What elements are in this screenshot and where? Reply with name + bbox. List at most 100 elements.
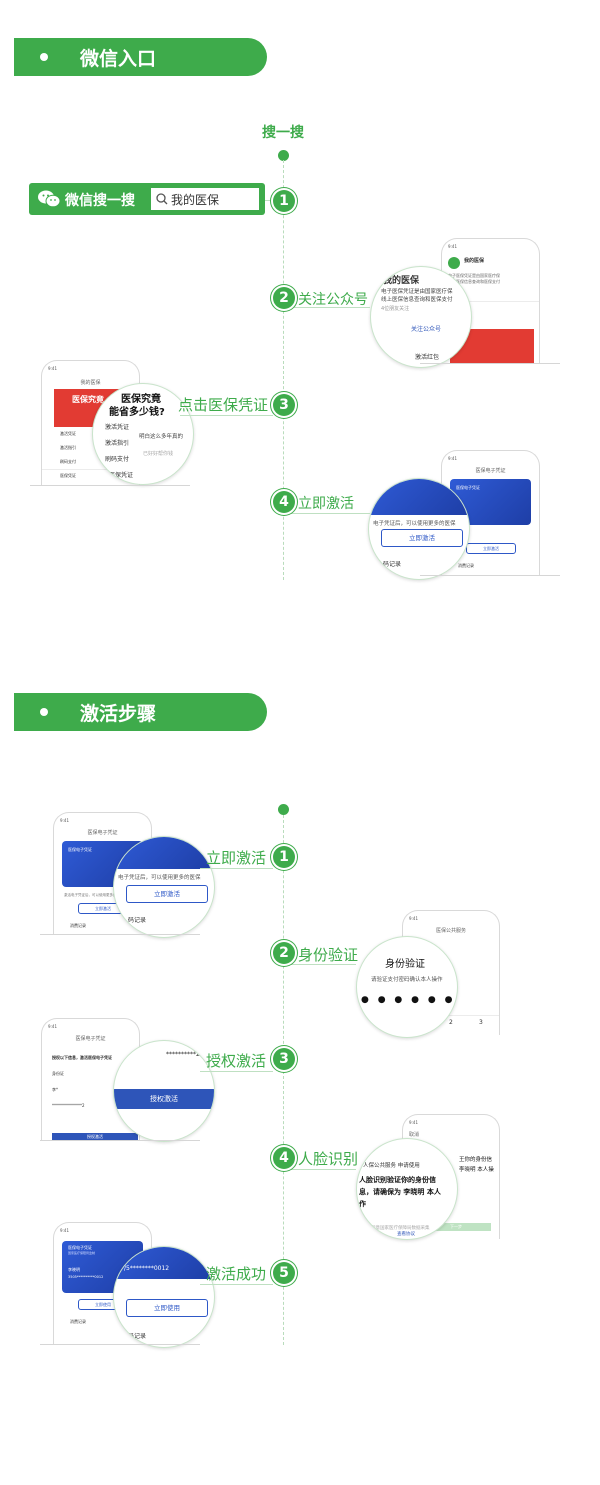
wechat-icon [38, 190, 60, 208]
menu-item[interactable]: 激活凭证 [60, 431, 76, 436]
authorize-button[interactable]: 授权激活 [52, 1133, 138, 1141]
masked-text: **********2 [166, 1051, 200, 1058]
connector [290, 307, 370, 308]
bullet-dot [40, 53, 48, 61]
verify-heading: 身份验证 [385, 959, 425, 970]
record-link[interactable]: 码记录 [128, 917, 147, 924]
section-header-activation: 激活步骤 [14, 693, 267, 731]
authorize-button[interactable]: 授权激活 [114, 1089, 214, 1109]
record-link[interactable]: 消费记录 [70, 923, 86, 928]
floor-line [420, 363, 560, 364]
page-title: 医保电子凭证 [75, 1036, 106, 1042]
card-title: 医保电子凭证 [68, 847, 92, 852]
keypad-key[interactable]: 3 [479, 1019, 483, 1026]
floor-line [40, 934, 200, 935]
hint-text: 激活电子凭证后，可以使用更多的医保 [64, 893, 124, 897]
search-bar-label: 微信搜一搜 [65, 193, 135, 209]
tab-voucher[interactable]: 医保凭证 [60, 473, 76, 478]
page-title: 医保公共服务 [435, 928, 466, 934]
status-bar: 9:41 [409, 916, 418, 921]
step-label: 点击医保凭证 [178, 396, 269, 414]
magnifier-success: /5********0012 立即使用 码记录 [113, 1246, 215, 1348]
next-button[interactable]: 下一步 [421, 1223, 491, 1231]
account-desc: 电子医保凭证是由国家医疗保 [381, 289, 453, 295]
step-number: 3 [273, 394, 295, 416]
wechat-search-bar[interactable]: 微信搜一搜 我的医保 [29, 183, 265, 215]
search-top-label: 搜一搜 [262, 125, 304, 141]
face-text: 王你的身份信 [459, 1157, 493, 1163]
step-label: 立即激活 [206, 849, 267, 867]
field-value: ***************2 [52, 1103, 85, 1108]
step-number: 4 [273, 491, 295, 513]
menu-item-guide[interactable]: 激活指引 [105, 440, 130, 447]
record-link[interactable]: 消费记录 [458, 563, 474, 568]
menu-item-pay[interactable]: 刷码支付 [105, 456, 130, 463]
follow-button[interactable]: 关注公众号 [411, 326, 442, 333]
step-label: 授权激活 [206, 1052, 267, 1070]
menu-item[interactable]: 激活指引 [60, 445, 76, 450]
account-desc: 线上医保信息查询和医保支付 [448, 279, 500, 284]
verify-subtext: 请验证支付密码确认本人操作 [371, 977, 443, 983]
step-number: 5 [273, 1262, 295, 1284]
activate-button[interactable]: 立即激活 [466, 543, 516, 554]
status-bar: 9:41 [409, 1120, 418, 1125]
service-text: 人保公共服务 申请使用 [363, 1163, 420, 1169]
status-bar: 9:41 [60, 818, 69, 823]
divider [403, 1015, 499, 1016]
status-bar: 9:41 [448, 244, 457, 249]
password-dots[interactable]: ● ● ● ● ● ● [361, 995, 456, 1005]
section-header-wechat: 微信入口 [14, 38, 267, 76]
hint-text: 电子凭证后，可以使用更多的医保 [373, 521, 456, 527]
step-number: 1 [273, 846, 295, 868]
agree-link[interactable]: 查看协议 [397, 1232, 415, 1237]
keypad-key[interactable]: 2 [449, 1019, 453, 1026]
card-name: 李晓明 [68, 1267, 80, 1272]
page-title: 我的医保 [80, 380, 101, 386]
note: 明白这么多年真的 [139, 434, 184, 440]
activate-button[interactable]: 立即激活 [381, 529, 463, 547]
face-text: 作 [359, 1200, 366, 1208]
search-query: 我的医保 [171, 193, 220, 207]
status-bar: 9:41 [60, 1228, 69, 1233]
connector [180, 415, 273, 416]
tab-voucher[interactable]: 医保凭证 [109, 472, 134, 479]
step-number: 2 [273, 942, 295, 964]
record-link[interactable]: 码记录 [128, 1333, 147, 1340]
card-number: /5********0012 [124, 1265, 170, 1272]
connector [290, 1169, 356, 1170]
use-button[interactable]: 立即使用 [126, 1299, 208, 1317]
floor-line [420, 575, 560, 576]
activate-button[interactable]: 立即激活 [126, 885, 208, 903]
status-bar: 9:41 [48, 1024, 57, 1029]
record-link[interactable]: 码记录 [383, 561, 402, 568]
menu-item-activate[interactable]: 激活凭证 [105, 424, 130, 431]
step-number: 1 [273, 190, 295, 212]
timeline-dot [278, 150, 289, 161]
floor-line [30, 485, 190, 486]
divider [42, 469, 139, 470]
connector [200, 1071, 273, 1072]
card-title: 医保电子凭证 [68, 1245, 92, 1250]
banner-text: 能省多少钱? [109, 407, 165, 418]
bullet-dot [40, 708, 48, 716]
banner-text: 医保究竟 [121, 394, 161, 405]
timeline-line [283, 815, 284, 1345]
menu-item[interactable]: 刷码支付 [60, 459, 76, 464]
account-avatar [448, 257, 460, 269]
face-text: 息，请确保为 李晓明 本人 [359, 1188, 441, 1196]
tab-activate-red[interactable]: 激活红包 [415, 354, 440, 361]
magnifier-voucher: 医保究竟 能省多少钱? 激活凭证 激活指引 刷码支付 明白这么多年真的 已好好帮… [92, 383, 194, 485]
authorize-text: 授权以下信息，激活医保电子凭证 [52, 1055, 112, 1060]
divider [442, 301, 539, 302]
hint-text: 电子凭证后，可以使用更多的医保 [118, 875, 201, 881]
connector [265, 200, 273, 201]
status-bar: 9:41 [448, 456, 457, 461]
step-label: 关注公众号 [298, 292, 368, 308]
search-input[interactable]: 我的医保 [151, 188, 259, 210]
status-bar: 9:41 [48, 366, 57, 371]
face-text: 人脸识别验证你的身份信 [359, 1176, 436, 1184]
face-text: 李晓明 本人操 [459, 1167, 494, 1173]
field-value: 身份证 [52, 1071, 64, 1076]
cancel-link[interactable]: 取消 [409, 1132, 420, 1138]
record-link[interactable]: 消费记录 [70, 1319, 86, 1324]
